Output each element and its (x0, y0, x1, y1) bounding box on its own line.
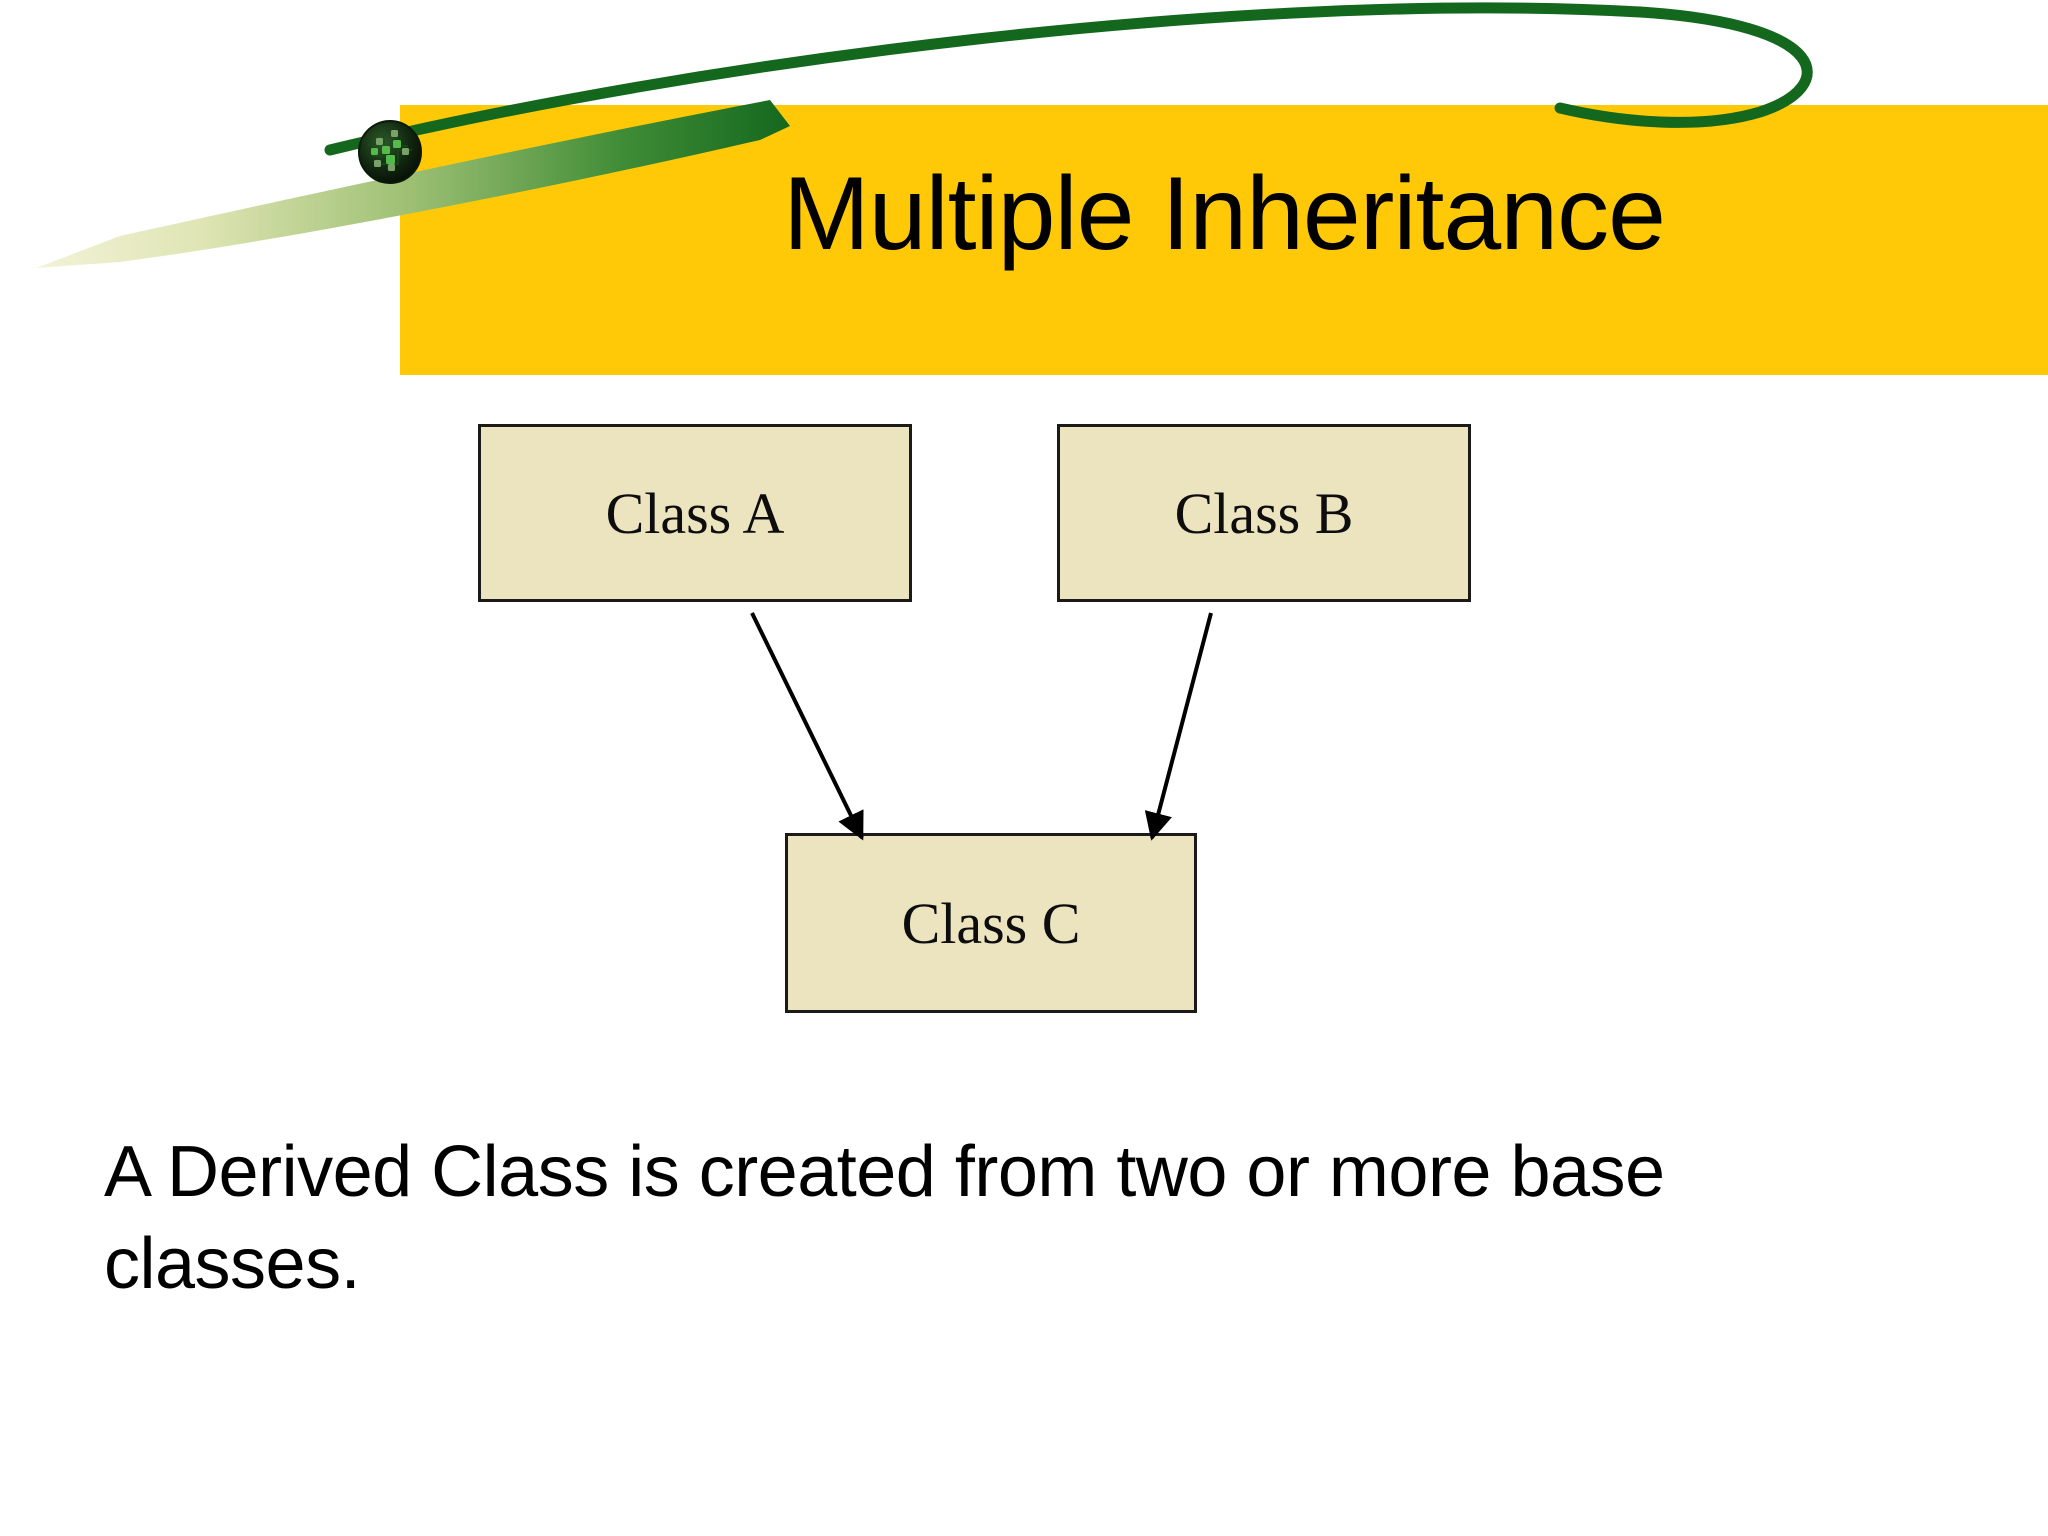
class-box-c-label: Class C (901, 890, 1081, 956)
page-title: Multiple Inheritance (783, 156, 1666, 272)
class-box-c: Class C (785, 833, 1197, 1013)
class-box-a: Class A (478, 424, 912, 602)
arrow-class-b-to-class-c (1144, 612, 1213, 841)
class-box-b: Class B (1057, 424, 1471, 602)
body-text: A Derived Class is created from two or m… (104, 1132, 1665, 1305)
class-box-b-label: Class B (1174, 480, 1354, 546)
arrow-class-a-to-class-c (750, 612, 864, 841)
class-box-a-label: Class A (605, 480, 785, 546)
